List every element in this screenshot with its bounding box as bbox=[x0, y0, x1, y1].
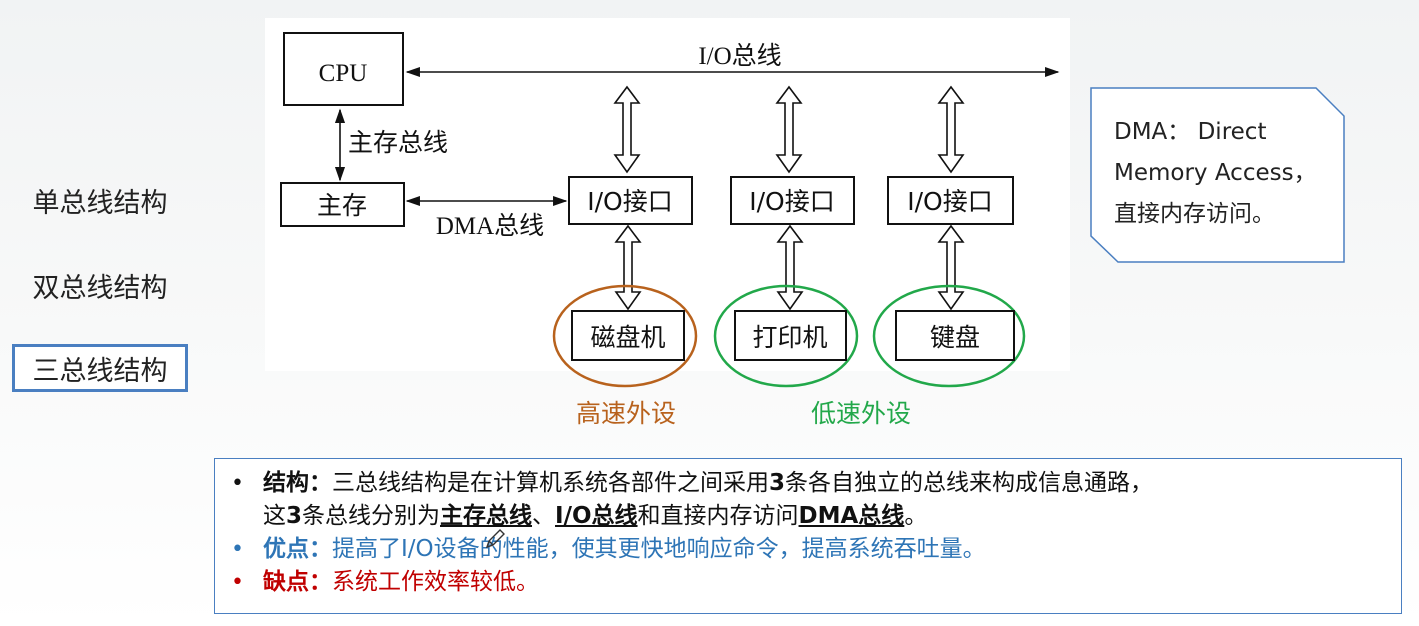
high-speed-ellipse bbox=[552, 284, 698, 388]
structure-text: 三总线结构是在计算机系统各部件之间采用 bbox=[332, 470, 769, 496]
bullet-dot-icon: • bbox=[231, 471, 244, 496]
structure-text: 和直接内存访问 bbox=[637, 503, 799, 529]
callout-line: Memory Access， bbox=[1114, 160, 1317, 186]
cons-text: 系统工作效率较低。 bbox=[332, 569, 539, 595]
main-memory-label: 主存 bbox=[317, 191, 367, 220]
io-interface-label: I/O接口 bbox=[907, 187, 992, 216]
structure-text: 条总线分别为 bbox=[302, 503, 441, 529]
bullet-structure-continuation: 这3条总线分别为主存总线、I/O总线和直接内存访问DMA总线。 bbox=[225, 500, 1401, 533]
pen-cursor-icon bbox=[485, 529, 505, 549]
device-label: 磁盘机 bbox=[590, 323, 665, 352]
bullet-pros: • 优点：提高了I/O设备的性能，使其更快地响应命令，提高系统吞吐量。 bbox=[225, 533, 1401, 566]
bullet-box: • 结构：三总线结构是在计算机系统各部件之间采用3条各自独立的总线来构成信息通路… bbox=[214, 458, 1402, 614]
structure-text: 这 bbox=[263, 503, 286, 529]
nav-item-triple-bus[interactable]: 三总线结构 bbox=[12, 344, 188, 392]
low-speed-label: 低速外设 bbox=[811, 399, 911, 428]
io-interface-2: I/O接口 bbox=[730, 176, 855, 225]
callout-box bbox=[1090, 87, 1345, 263]
device-keyboard: 键盘 bbox=[895, 310, 1015, 361]
io-bus-label: I/O总线 bbox=[698, 42, 781, 70]
structure-label: 结构： bbox=[263, 470, 332, 496]
nav-item-label: 三总线结构 bbox=[32, 355, 168, 387]
bus-main-term: 主存总线 bbox=[440, 503, 533, 529]
separator: 、 bbox=[532, 503, 556, 529]
cpu-box: CPU bbox=[283, 32, 404, 106]
bullet-structure: • 结构：三总线结构是在计算机系统各部件之间采用3条各自独立的总线来构成信息通路… bbox=[225, 467, 1401, 500]
callout-line: DMA： Direct bbox=[1114, 119, 1267, 145]
bullet-dot-icon: • bbox=[231, 570, 244, 595]
bus-dma-term: DMA总线 bbox=[798, 503, 905, 529]
dma-bus: DMA总线 bbox=[405, 195, 568, 240]
device-label: 键盘 bbox=[930, 323, 980, 352]
structure-number: 3 bbox=[286, 503, 303, 529]
callout-text: DMA： Direct Memory Access， 直接内存访问。 bbox=[1114, 112, 1336, 235]
low-speed-ellipse-printer bbox=[713, 284, 859, 388]
io-interface-label: I/O接口 bbox=[749, 187, 834, 216]
nav-item-single-bus[interactable]: 单总线结构 bbox=[12, 176, 188, 224]
io-interface-3: I/O接口 bbox=[887, 176, 1014, 225]
device-disk: 磁盘机 bbox=[571, 310, 685, 361]
bullet-cons: • 缺点：系统工作效率较低。 bbox=[225, 566, 1401, 599]
memory-bus: 主存总线 bbox=[334, 108, 448, 182]
cons-label: 缺点： bbox=[263, 569, 332, 595]
hollow-arrows-bus-interface bbox=[613, 85, 965, 174]
bullet-dot-icon: • bbox=[231, 537, 244, 562]
nav-item-dual-bus[interactable]: 双总线结构 bbox=[12, 261, 188, 309]
pros-text: 提高了I/O设备的性能，使其更快地响应命令，提高系统吞吐量。 bbox=[332, 536, 986, 562]
memory-bus-label: 主存总线 bbox=[348, 128, 448, 157]
device-printer: 打印机 bbox=[734, 310, 847, 361]
device-label: 打印机 bbox=[752, 323, 827, 352]
bus-io-term: I/O总线 bbox=[555, 503, 638, 529]
structure-text: 条各自独立的总线来构成信息通路， bbox=[785, 470, 1154, 496]
pros-label: 优点： bbox=[263, 536, 332, 562]
cpu-label: CPU bbox=[319, 60, 368, 87]
io-bus: I/O总线 bbox=[405, 42, 1060, 78]
structure-end: 。 bbox=[904, 503, 928, 529]
high-speed-label: 高速外设 bbox=[576, 399, 676, 428]
structure-number: 3 bbox=[769, 470, 786, 496]
io-interface-1: I/O接口 bbox=[568, 176, 693, 225]
nav-item-label: 单总线结构 bbox=[32, 187, 168, 219]
low-speed-ellipse-keyboard bbox=[872, 284, 1026, 388]
dma-bus-label: DMA总线 bbox=[436, 212, 544, 240]
main-memory-box: 主存 bbox=[280, 182, 405, 227]
io-interface-label: I/O接口 bbox=[587, 187, 672, 216]
nav-item-label: 双总线结构 bbox=[32, 272, 168, 304]
hollow-arrows-interface-device bbox=[614, 224, 965, 311]
callout-line: 直接内存访问。 bbox=[1114, 201, 1275, 227]
